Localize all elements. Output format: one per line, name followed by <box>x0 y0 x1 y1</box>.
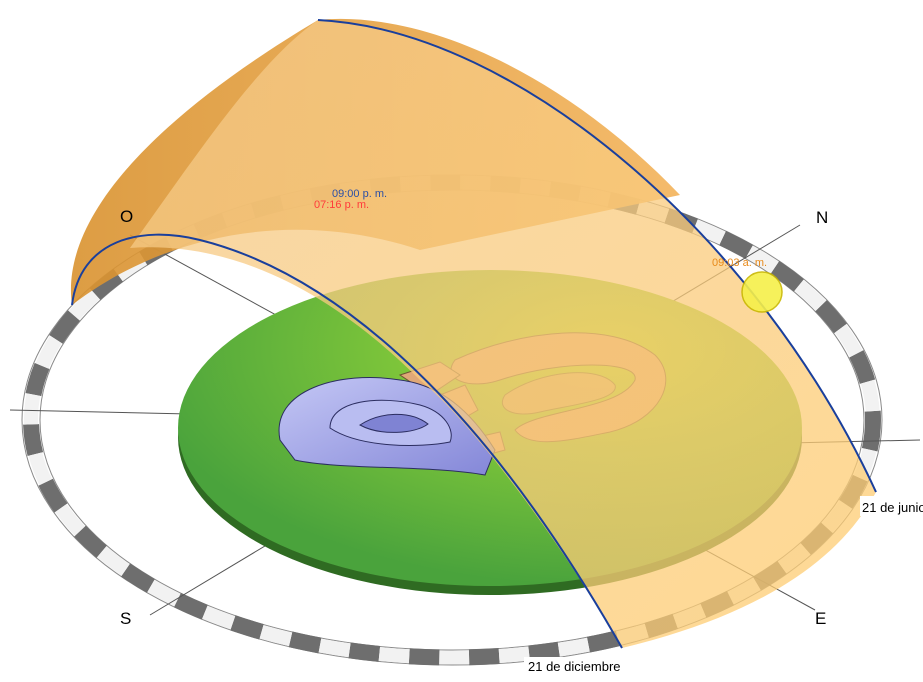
winter-solstice-label: 21 de diciembre <box>528 659 621 674</box>
compass-label-west: O <box>120 207 133 226</box>
winter-solstice-label-bg <box>524 657 624 677</box>
compass-label-north: N <box>816 208 828 227</box>
compass-label-south: S <box>120 609 131 628</box>
sun-icon[interactable] <box>741 271 783 313</box>
sunset-time-label: 09:00 p. m. <box>332 188 387 200</box>
current-time-label: 09:03 a. m. <box>712 257 767 269</box>
compass-label-east: E <box>815 609 826 628</box>
building-model <box>278 377 496 476</box>
summer-solstice-label: 21 de junio <box>862 500 923 515</box>
sun-path-surface <box>130 20 876 648</box>
current-sunset-label: 07:16 p. m. <box>314 199 369 211</box>
summer-solstice-label-bg <box>860 496 923 516</box>
winter-solstice-arc <box>71 233 623 649</box>
summer-solstice-arc <box>317 19 877 493</box>
